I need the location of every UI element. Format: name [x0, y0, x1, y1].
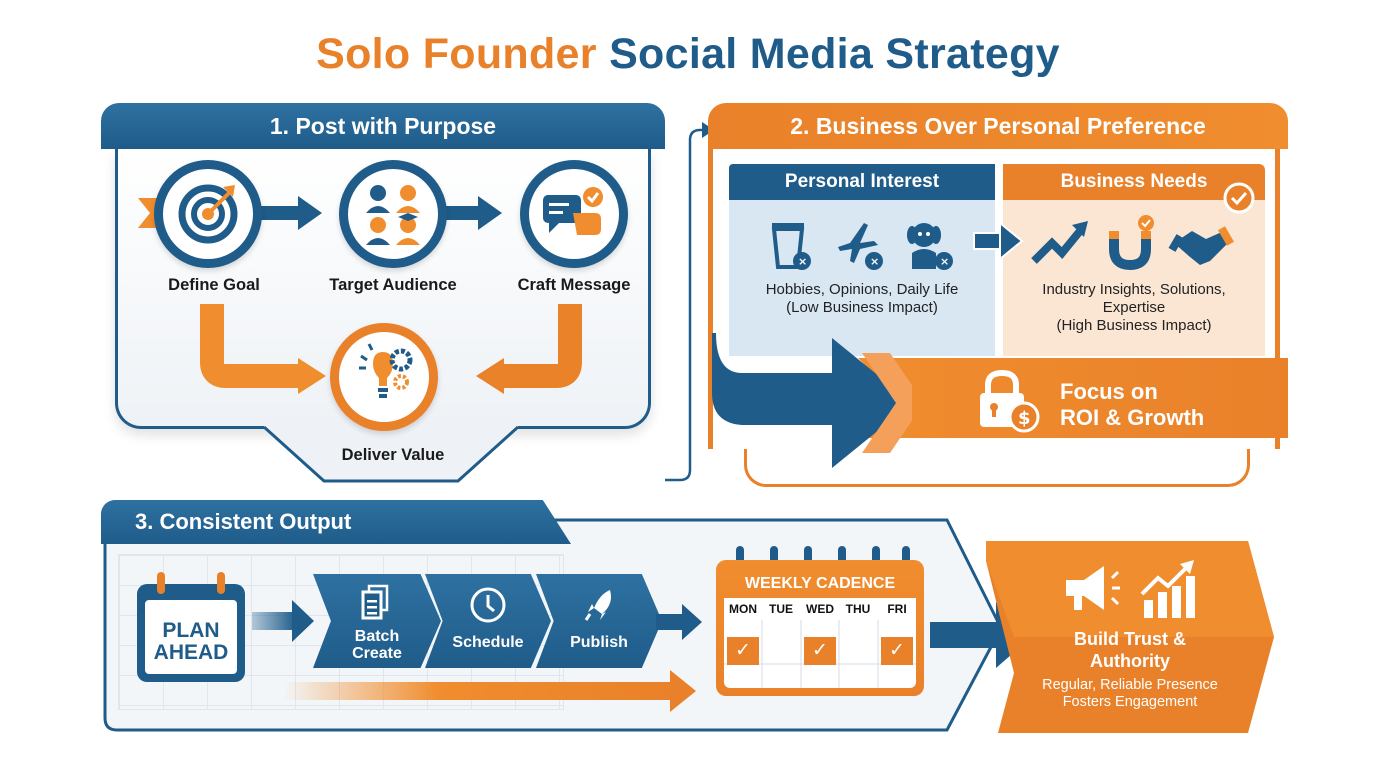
growth-arrow-icon — [1031, 221, 1088, 264]
audience-icon — [366, 185, 420, 245]
coffee-icon: × — [771, 223, 811, 270]
section-1-notch — [264, 425, 518, 483]
svg-text:$: $ — [1018, 408, 1031, 429]
airplane-icon: × — [838, 223, 883, 270]
section-3-heading: 3. Consistent Output — [101, 500, 571, 544]
target-audience-circle — [339, 160, 447, 268]
weekly-grid: MON TUE WED THU FRI ✓ ✓ ✓ — [724, 598, 916, 688]
day-wed: WED — [806, 602, 834, 616]
business-desc-line-2: Expertise — [1102, 299, 1166, 316]
weekly-cadence-calendar: WEEKLY CADENCE MON TUE WED THU FRI ✓ ✓ ✓ — [716, 560, 924, 696]
batch-create-label: Batch Create — [313, 628, 441, 662]
handshake-icon — [1168, 226, 1234, 265]
check-mon-icon: ✓ — [727, 637, 759, 665]
personal-interest-heading: Personal Interest — [729, 164, 995, 200]
focus-roi-growth: Focus on ROI & Growth — [1060, 379, 1204, 431]
plan-arrow-icon — [252, 600, 314, 642]
weekly-cadence-title: WEEKLY CADENCE — [744, 575, 896, 592]
bar-chart-growth-icon — [1140, 560, 1195, 618]
panel-arrow-icon — [973, 221, 1024, 261]
timeline-arrow-icon — [282, 670, 696, 712]
schedule-label: Schedule — [452, 634, 524, 651]
publish-arrow-icon — [656, 604, 702, 640]
title-part-1: Solo Founder — [316, 30, 597, 78]
check-badge-icon — [1223, 182, 1255, 214]
day-mon: MON — [729, 602, 757, 616]
section-2-heading: 2. Business Over Personal Preference — [708, 103, 1288, 149]
message-icon — [543, 187, 603, 235]
focus-line-1: Focus on — [1060, 379, 1158, 404]
check-fri-icon: ✓ — [881, 637, 913, 665]
day-fri: FRI — [887, 602, 907, 616]
step-label-craft-message: Craft Message — [517, 276, 631, 294]
trust-sub-line-2: Fosters Engagement — [1062, 694, 1198, 710]
business-needs-panel — [1003, 200, 1265, 356]
section-business-over-personal: 2. Business Over Personal Preference Per… — [708, 103, 1288, 487]
plan-ahead-calendar-icon — [137, 572, 245, 682]
step-label-target-audience: Target Audience — [329, 276, 457, 294]
build-trust-subtitle: Regular, Reliable Presence Fosters Engag… — [1010, 677, 1250, 711]
plan-line-2: AHEAD — [153, 641, 229, 664]
big-blue-arrow-icon — [712, 333, 912, 468]
chevron-batch-create: Batch Create — [313, 574, 441, 668]
business-needs-heading: Business Needs — [1003, 164, 1265, 200]
rocket-icon — [584, 590, 611, 621]
personal-desc-line-2: (Low Business Impact) — [786, 299, 938, 316]
svg-text:×: × — [870, 255, 879, 268]
section-1-flow-arrows — [138, 196, 582, 394]
personal-desc-line-1: Hobbies, Opinions, Daily Life — [765, 281, 959, 298]
batch-line-2: Create — [352, 645, 402, 662]
deliver-value-circle — [330, 323, 438, 431]
lock-dollar-icon: $ — [980, 369, 1040, 433]
step-label-define-goal: Define Goal — [168, 276, 260, 294]
personal-icons: × × × — [771, 223, 953, 270]
check-wed-icon: ✓ — [804, 637, 836, 665]
plan-line-1: PLAN — [162, 619, 220, 642]
clock-icon — [470, 587, 506, 623]
craft-message-circle — [520, 160, 628, 268]
trust-sub-line-1: Regular, Reliable Presence — [1042, 677, 1218, 693]
target-icon — [178, 184, 238, 244]
focus-line-2: ROI & Growth — [1060, 405, 1205, 430]
build-trust-title: Build Trust & Authority — [1010, 628, 1250, 672]
trust-title-line-1: Build Trust & — [1074, 629, 1186, 649]
personal-description: Hobbies, Opinions, Daily Life (Low Busin… — [729, 281, 995, 317]
svg-text:×: × — [940, 255, 949, 268]
business-desc-line-3: (High Business Impact) — [1056, 317, 1212, 334]
business-description: Industry Insights, Solutions, Expertise … — [1003, 281, 1265, 335]
chevron-publish: Publish — [536, 574, 662, 668]
section-1-heading: 1. Post with Purpose — [101, 103, 665, 149]
magnet-icon — [1109, 215, 1154, 271]
lightbulb-gears-icon — [359, 343, 413, 398]
megaphone-icon — [1066, 566, 1120, 610]
business-desc-line-1: Industry Insights, Solutions, — [1042, 281, 1226, 298]
publish-label: Publish — [570, 634, 628, 651]
build-trust-panel — [986, 541, 1274, 733]
step-label-deliver-value: Deliver Value — [341, 446, 445, 464]
batch-line-1: Batch — [354, 628, 400, 645]
page-title: Solo Founder Social Media Strategy — [0, 30, 1376, 79]
focus-band — [858, 358, 1288, 438]
plan-ahead-label: PLAN AHEAD — [133, 620, 249, 664]
day-tue: TUE — [769, 602, 793, 616]
business-icons — [1031, 215, 1234, 271]
day-thu: THU — [845, 602, 871, 616]
dog-icon: × — [907, 223, 953, 270]
trust-title-line-2: Authority — [1090, 651, 1170, 671]
define-goal-circle — [154, 160, 262, 268]
outcome-icons — [1066, 560, 1195, 618]
title-part-2: Social Media Strategy — [609, 30, 1060, 78]
documents-icon — [361, 584, 389, 620]
chevron-schedule: Schedule — [425, 574, 551, 668]
svg-text:×: × — [798, 255, 807, 268]
